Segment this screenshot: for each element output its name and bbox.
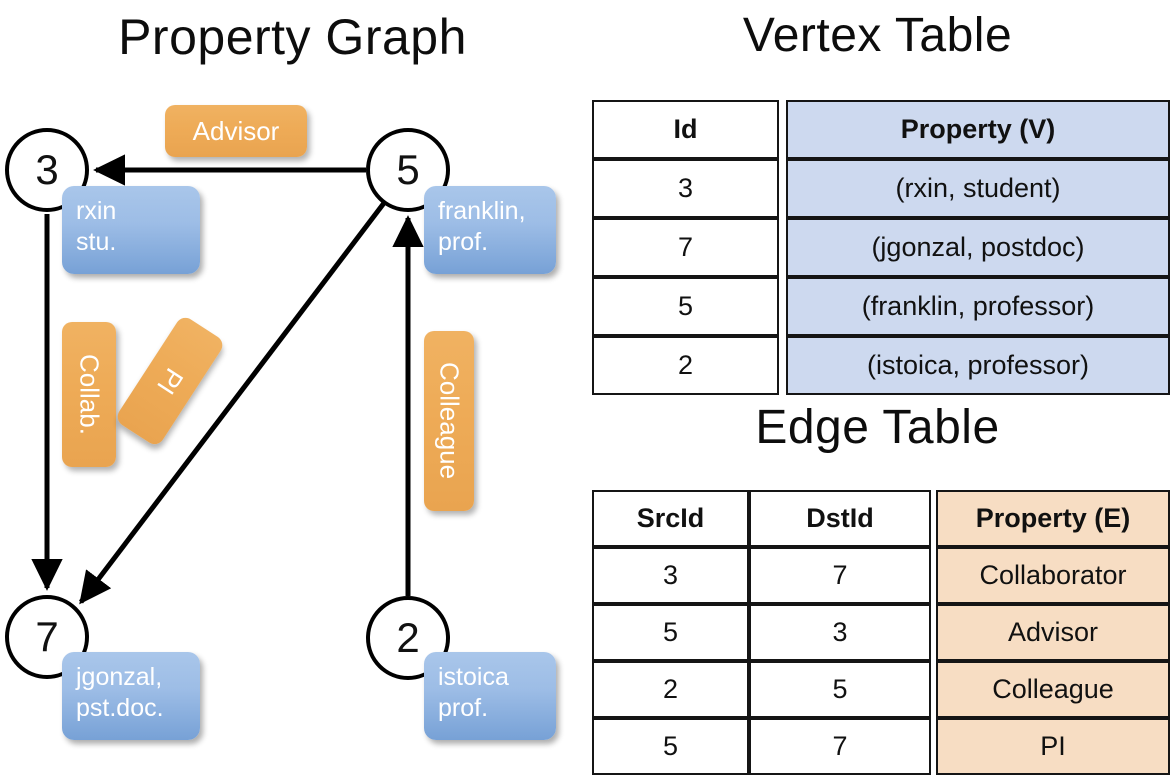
- edge-label-pi-text: PI: [151, 362, 190, 400]
- edge-cell-dstid: 7: [749, 718, 931, 775]
- node-property-line-2: prof.: [438, 227, 489, 256]
- vertex-col-header-id: Id: [592, 100, 779, 159]
- table-row[interactable]: 2 (istoica, professor): [592, 336, 1170, 395]
- graph-node-2[interactable]: 2: [366, 596, 450, 680]
- vertex-cell-id: 2: [592, 336, 779, 395]
- node-property-line-1: franklin,: [438, 197, 526, 225]
- table-row[interactable]: 5 3 Advisor: [592, 604, 1170, 661]
- edge-label-colleague: Colleague: [424, 331, 474, 511]
- table-row[interactable]: 5 (franklin, professor): [592, 277, 1170, 336]
- vertex-cell-property: (jgonzal, postdoc): [786, 218, 1170, 277]
- edge-label-advisor-text: Advisor: [192, 115, 280, 146]
- edge-table: SrcId DstId Property (E) 3 7 Collaborato…: [592, 490, 1170, 775]
- node-property-box-franklin: franklin, prof.: [424, 186, 556, 274]
- node-property-line-2: prof.: [438, 693, 489, 722]
- vertex-cell-property: (franklin, professor): [786, 277, 1170, 336]
- page-title-edge-table: Edge Table: [755, 401, 1000, 454]
- edge-cell-dstid: 7: [749, 547, 931, 604]
- node-property-line-1: jgonzal,: [76, 663, 163, 691]
- node-property-line-1: istoica: [438, 663, 509, 691]
- vertex-cell-property: (rxin, student): [786, 159, 1170, 218]
- table-row[interactable]: 7 (jgonzal, postdoc): [592, 218, 1170, 277]
- vertex-cell-id: 3: [592, 159, 779, 218]
- edge-cell-property: Colleague: [936, 661, 1170, 718]
- column-gap: [779, 218, 786, 277]
- edge-label-advisor: Advisor: [165, 105, 307, 157]
- edge-label-collab-text: Collab.: [74, 354, 105, 435]
- page-title-vertex-table: Vertex Table: [742, 9, 1013, 62]
- table-row[interactable]: 2 5 Colleague: [592, 661, 1170, 718]
- table-row[interactable]: 3 7 Collaborator: [592, 547, 1170, 604]
- edge-cell-dstid: 5: [749, 661, 931, 718]
- vertex-table: Id Property (V) 3 (rxin, student) 7 (jgo…: [592, 100, 1170, 395]
- edge-cell-srcid: 3: [592, 547, 749, 604]
- edge-col-header-dstid: DstId: [749, 490, 931, 547]
- edge-cell-srcid: 5: [592, 604, 749, 661]
- edge-label-colleague-text: Colleague: [434, 362, 465, 480]
- edge-cell-property: Collaborator: [936, 547, 1170, 604]
- edge-cell-srcid: 2: [592, 661, 749, 718]
- vertex-col-header-property: Property (V): [786, 100, 1170, 159]
- page-title-property-graph: Property Graph: [118, 9, 467, 65]
- table-header-row: SrcId DstId Property (E): [592, 490, 1170, 547]
- table-row[interactable]: 5 7 PI: [592, 718, 1170, 775]
- property-graph-diagram: 3 5 7 2 rxin stu. franklin, prof. jgonza…: [0, 0, 585, 760]
- graph-node-5[interactable]: 5: [366, 128, 450, 212]
- node-property-box-istoica: istoica prof.: [424, 652, 556, 740]
- edge-label-collab: Collab.: [62, 322, 116, 467]
- edge-cell-dstid: 3: [749, 604, 931, 661]
- edge-col-header-srcid: SrcId: [592, 490, 749, 547]
- vertex-cell-id: 7: [592, 218, 779, 277]
- column-gap: [779, 159, 786, 218]
- column-gap: [779, 277, 786, 336]
- node-property-line-1: rxin: [76, 197, 117, 225]
- vertex-cell-id: 5: [592, 277, 779, 336]
- edge-table-container: SrcId DstId Property (E) 3 7 Collaborato…: [592, 490, 1170, 775]
- node-property-box-jgonzal: jgonzal, pst.doc.: [62, 652, 200, 740]
- column-gap: [779, 336, 786, 395]
- graph-edge-layer: [31, 154, 424, 605]
- edge-cell-srcid: 5: [592, 718, 749, 775]
- edge-col-header-property: Property (E): [936, 490, 1170, 547]
- table-row[interactable]: 3 (rxin, student): [592, 159, 1170, 218]
- table-header-row: Id Property (V): [592, 100, 1170, 159]
- column-gap: [779, 100, 786, 159]
- edge-cell-property: Advisor: [936, 604, 1170, 661]
- vertex-table-container: Id Property (V) 3 (rxin, student) 7 (jgo…: [592, 100, 1170, 395]
- vertex-cell-property: (istoica, professor): [786, 336, 1170, 395]
- node-property-line-2: pst.doc.: [76, 693, 164, 722]
- node-property-line-2: stu.: [76, 227, 117, 256]
- edge-5-to-7: [79, 201, 386, 605]
- edge-cell-property: PI: [936, 718, 1170, 775]
- node-property-box-rxin: rxin stu.: [62, 186, 200, 274]
